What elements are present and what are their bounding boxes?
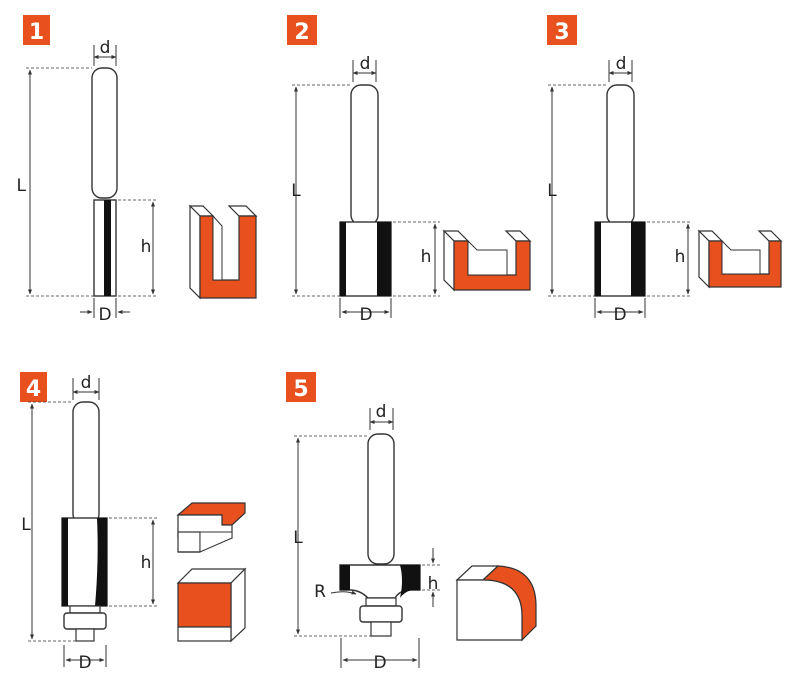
- label-d: d: [616, 54, 627, 74]
- label-h: h: [141, 237, 152, 257]
- figure-number-badge: [20, 372, 47, 402]
- label-h: h: [428, 574, 439, 594]
- shank: [72, 401, 100, 525]
- cutting-edge: [377, 222, 391, 296]
- bearing-washer: [365, 597, 397, 607]
- label-D: D: [373, 653, 386, 673]
- cutting-edge: [340, 565, 350, 590]
- cut-profile-wide-slot: [442, 229, 532, 292]
- bearing: [63, 612, 107, 630]
- figure-4: 4 d L h D: [20, 372, 247, 673]
- cutting-edge: [104, 200, 111, 296]
- figure-3: 3 d L h D: [547, 15, 783, 325]
- figure-number: 2: [294, 20, 309, 45]
- label-D: D: [78, 653, 91, 673]
- cut-profile-deep-slot: [188, 204, 258, 300]
- figure-number-badge: [286, 372, 316, 402]
- cutting-edge: [340, 222, 346, 296]
- cutting-edge: [95, 518, 107, 606]
- figure-2: 2 d L h D: [287, 15, 532, 325]
- cut-profile-rebate: [176, 502, 246, 553]
- label-D: D: [613, 305, 626, 325]
- cutting-edge: [595, 222, 601, 296]
- label-d: d: [376, 402, 387, 422]
- label-L: L: [293, 528, 303, 548]
- label-h: h: [421, 247, 432, 267]
- figure-number-badge: [547, 15, 577, 45]
- label-d: d: [81, 373, 92, 393]
- shank: [91, 67, 118, 199]
- cutting-edge: [631, 222, 645, 296]
- bearing-screw: [75, 628, 95, 642]
- label-d: d: [100, 38, 111, 58]
- figure-number: 5: [293, 377, 308, 402]
- label-L: L: [547, 181, 557, 201]
- cut-profile-round-over: [455, 565, 537, 642]
- cut-profile-flush-trim: [176, 567, 247, 643]
- shank: [606, 84, 635, 226]
- figure-1: 1 d L h D: [17, 15, 258, 325]
- shank: [367, 433, 395, 565]
- label-L: L: [17, 176, 27, 196]
- cutting-edge: [400, 565, 420, 598]
- label-d: d: [360, 54, 371, 74]
- shank: [350, 84, 379, 226]
- label-h: h: [141, 553, 152, 573]
- figure-number-badge: [23, 15, 50, 45]
- cut-profile-shallow-slot: [697, 229, 783, 289]
- figure-number: 1: [29, 20, 44, 45]
- bearing-washer: [69, 605, 101, 614]
- label-D: D: [98, 305, 111, 325]
- figure-5: 5 d L h R D: [286, 372, 537, 673]
- figure-number-badge: [287, 15, 317, 45]
- cutting-edge: [62, 518, 68, 606]
- bearing-screw: [370, 621, 392, 637]
- figure-number: 4: [26, 377, 41, 402]
- radius-pointer: [330, 590, 357, 595]
- figure-number: 3: [554, 20, 569, 45]
- label-L: L: [21, 515, 31, 535]
- bearing: [359, 605, 403, 623]
- label-L: L: [291, 181, 301, 201]
- label-R: R: [314, 582, 326, 602]
- label-h: h: [675, 247, 686, 267]
- label-D: D: [359, 305, 372, 325]
